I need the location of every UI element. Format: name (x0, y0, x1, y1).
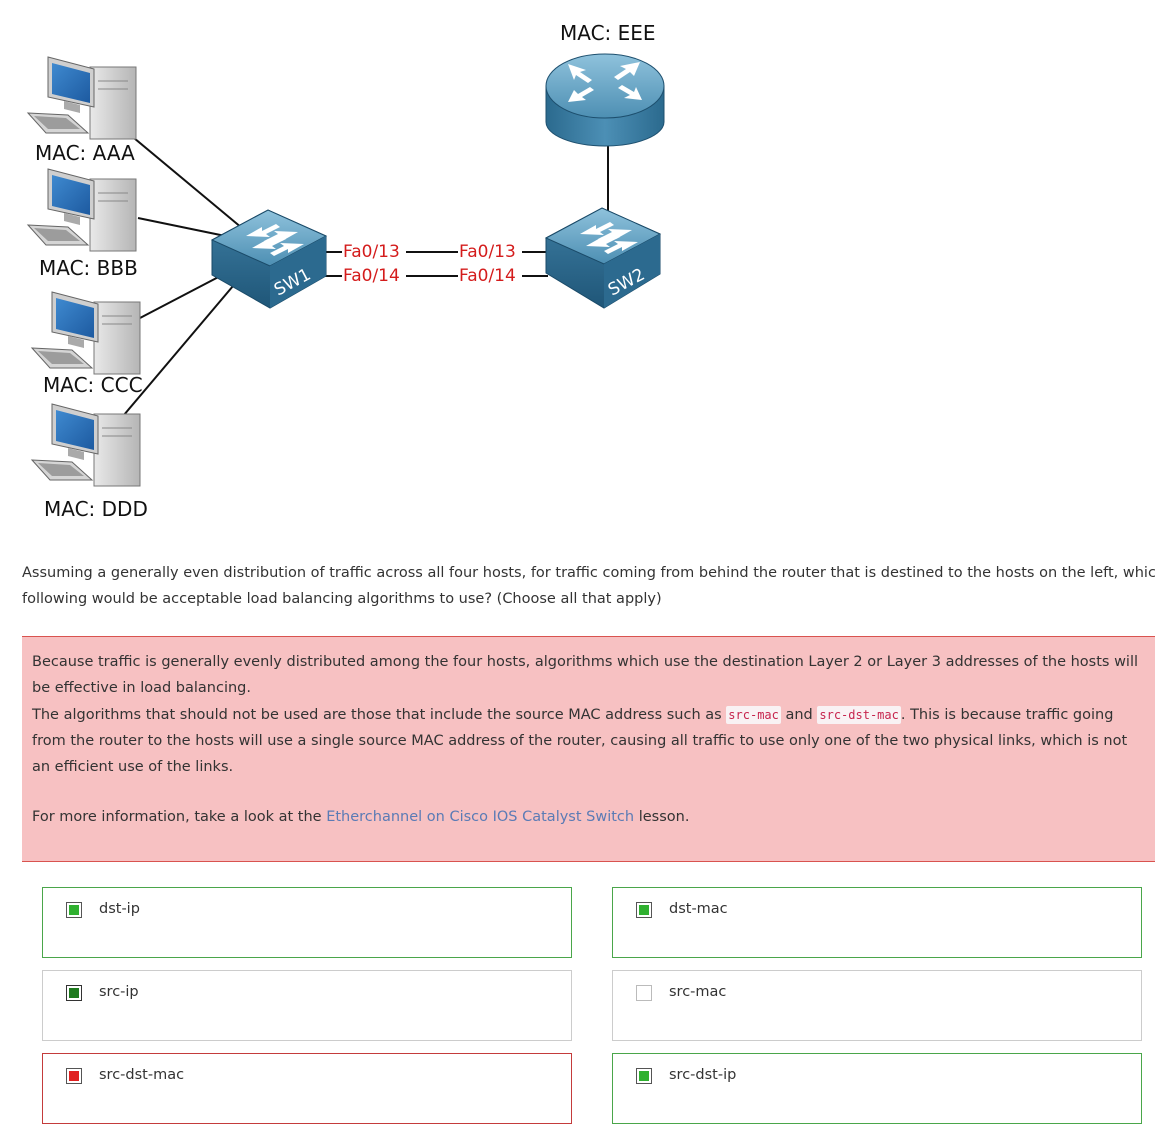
host-ddd-mac-label: MAC: DDD (44, 497, 148, 521)
question-line-1: Assuming a generally even distribution o… (22, 565, 1155, 581)
checkbox-checked[interactable] (636, 902, 652, 918)
cable-ccc (139, 271, 229, 319)
network-topology-diagram: Fa0/13 Fa0/14 Fa0/13 Fa0/14 MAC: AAA MAC… (26, 21, 665, 521)
checkbox-checked[interactable] (636, 1068, 652, 1084)
checkbox-checked[interactable] (66, 902, 82, 918)
host-bbb-mac-label: MAC: BBB (39, 256, 138, 280)
host-ccc-mac-label: MAC: CCC (43, 373, 143, 397)
host-ddd (30, 403, 141, 487)
computer-icon (26, 168, 137, 252)
cable-bbb (137, 217, 236, 239)
computer-icon (26, 56, 137, 140)
checkbox-checked[interactable] (66, 985, 82, 1001)
host-ccc (30, 291, 141, 375)
answer-option-dst-ip[interactable]: dst-ip (42, 887, 572, 958)
feedback-text: and (780, 706, 818, 723)
switch-sw2: SW2 (544, 207, 662, 309)
answer-option-src-dst-ip[interactable]: src-dst-ip (612, 1053, 1142, 1124)
incorrect-feedback-panel: Because traffic is generally evenly dist… (22, 636, 1155, 862)
switch-icon (544, 207, 662, 309)
feedback-text: lesson. (634, 809, 690, 826)
router-mac-label: MAC: EEE (560, 21, 656, 45)
answer-label: src-dst-ip (669, 1067, 737, 1083)
sw1-port-fa0-14-label: Fa0/14 (343, 266, 400, 286)
host-aaa-mac-label: MAC: AAA (35, 141, 135, 165)
question-line-2: following would be acceptable load balan… (22, 591, 662, 607)
feedback-text: For more information, take a look at the (32, 809, 327, 826)
sw1-port-fa0-13-label: Fa0/13 (343, 242, 400, 262)
answer-label: src-dst-mac (99, 1067, 185, 1083)
question-text: Assuming a generally even distribution o… (22, 560, 1155, 612)
etherchannel-lesson-link[interactable]: Etherchannel on Cisco IOS Catalyst Switc… (326, 809, 635, 826)
answer-option-src-mac[interactable]: src-mac (612, 970, 1142, 1041)
feedback-paragraph-1: Because traffic is generally evenly dist… (32, 654, 1139, 697)
feedback-text: The algorithms that should not be used a… (32, 706, 727, 723)
computer-icon (30, 403, 141, 487)
computer-icon (30, 291, 141, 375)
switch-sw1: SW1 (210, 209, 328, 309)
answer-label: src-ip (99, 984, 139, 1000)
answer-label: dst-mac (669, 901, 728, 917)
answer-option-src-ip[interactable]: src-ip (42, 970, 572, 1041)
feedback-text: . This is because traffic going from the… (32, 706, 1128, 776)
host-bbb (26, 168, 137, 252)
answer-label: src-mac (669, 984, 727, 1000)
router-icon (545, 53, 665, 147)
switch-icon (210, 209, 328, 309)
answer-option-dst-mac[interactable]: dst-mac (612, 887, 1142, 958)
host-aaa (26, 56, 137, 140)
feedback-paragraph-2: The algorithms that should not be used a… (32, 702, 1145, 781)
router (545, 53, 665, 147)
cable-ddd (117, 285, 234, 423)
feedback-paragraph-3: For more information, take a look at the… (32, 804, 1145, 830)
checkbox-unchecked[interactable] (636, 985, 652, 1001)
answer-label: dst-ip (99, 901, 140, 917)
answer-option-src-dst-mac[interactable]: src-dst-mac (42, 1053, 572, 1124)
sw2-port-fa0-13-label: Fa0/13 (459, 242, 516, 262)
code-src-mac: src-mac (726, 705, 781, 724)
sw2-port-fa0-14-label: Fa0/14 (459, 266, 516, 286)
code-src-dst-mac: src-dst-mac (817, 705, 901, 724)
cable-aaa (121, 127, 243, 229)
checkbox-checked[interactable] (66, 1068, 82, 1084)
